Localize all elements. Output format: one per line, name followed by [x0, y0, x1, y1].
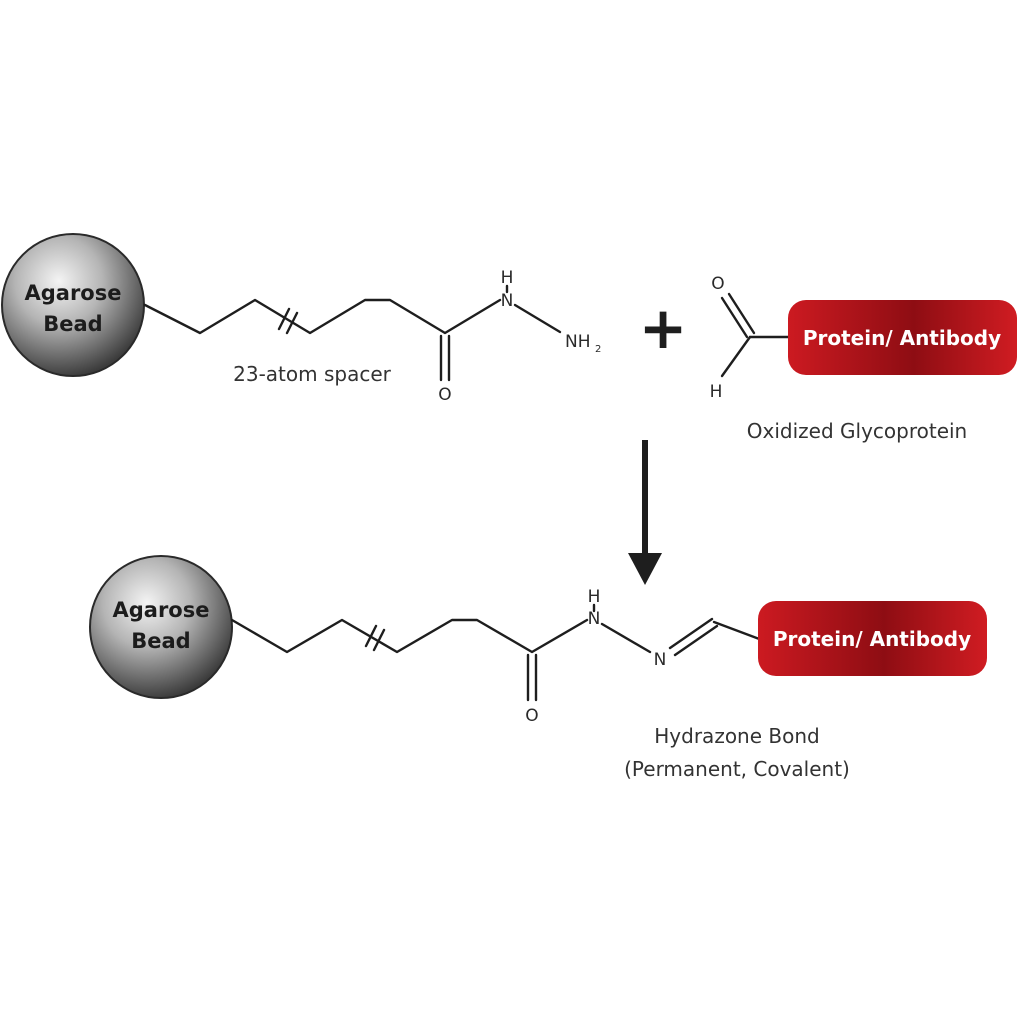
reactant-bead-label-line1: Agarose [25, 281, 122, 305]
reactant-bead-label-line2: Bead [43, 312, 102, 336]
product-bead: Agarose Bead [89, 555, 233, 699]
bond-caption-line1: Hydrazone Bond [654, 724, 819, 748]
product-spacer-chain [230, 603, 764, 702]
product-bead-label-line1: Agarose [113, 598, 210, 622]
reactant-carbonyl-o-atom: O [438, 385, 451, 405]
bond-caption-line2: (Permanent, Covalent) [624, 757, 850, 781]
product-carbonyl-o-atom: O [525, 706, 538, 726]
product-imine-n-atom: N [654, 650, 667, 670]
spacer-caption: 23-atom spacer [233, 362, 392, 386]
reactant-spacer-chain [143, 284, 562, 382]
reactant-protein-label: Protein/ Antibody [803, 326, 1001, 350]
product-protein-label: Protein/ Antibody [773, 627, 971, 651]
reactant-amine-nh-atom: NH [565, 332, 591, 352]
reactant-hydrazide-n-atom: N [501, 291, 514, 311]
aldehyde-h-atom: H [710, 382, 723, 402]
product-nh-n-atom: N [588, 609, 601, 629]
product-bead-label-line2: Bead [131, 629, 190, 653]
product-nh-h-atom: H [588, 587, 601, 607]
reactant-bead: Agarose Bead [1, 233, 145, 377]
plus-sign: + [639, 294, 688, 362]
aldehyde-bonds [720, 292, 794, 378]
aldehyde-o-atom: O [711, 274, 724, 294]
reactant-amine-subscript: 2 [595, 344, 601, 355]
product-protein-pill: Protein/ Antibody [758, 601, 987, 676]
reactant-protein-pill: Protein/ Antibody [788, 300, 1017, 375]
reactant-hydrazide-h-atom: H [501, 268, 514, 288]
reaction-arrow [628, 440, 662, 585]
glycoprotein-caption: Oxidized Glycoprotein [747, 419, 967, 443]
